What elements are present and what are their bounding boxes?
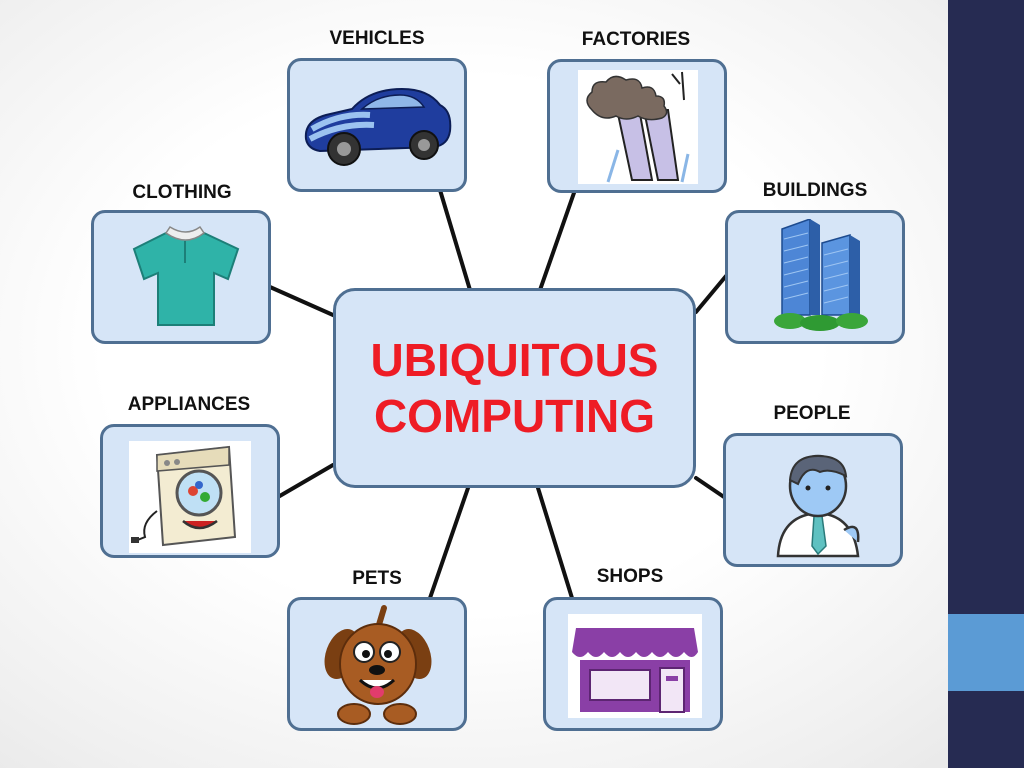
center-node: UBIQUITOUS COMPUTING [333,288,696,488]
washing-machine-icon [129,441,251,553]
node-vehicles [287,58,467,192]
node-factories [547,59,727,193]
car-icon [304,87,452,166]
center-title-line2: COMPUTING [373,390,656,442]
connector-people [694,476,726,499]
label-factories: FACTORIES [581,29,691,50]
connector-shops [536,486,574,600]
node-shops [543,597,723,731]
node-pets [287,597,467,731]
connector-factories [538,188,577,292]
label-shops: SHOPS [596,566,664,587]
label-vehicles: VEHICLES [329,28,425,49]
person-icon [776,454,860,558]
node-clothing [91,210,271,344]
shop-icon [568,614,702,718]
connector-lines [268,188,728,600]
label-buildings: BUILDINGS [762,180,868,201]
label-appliances: APPLIANCES [127,394,251,415]
factory-icon [578,70,698,184]
label-pets: PETS [352,568,402,589]
node-buildings [725,210,905,344]
node-people [723,433,903,567]
shirt-icon [132,225,240,326]
buildings-icon [774,219,868,331]
center-title-line1: UBIQUITOUS [370,334,659,386]
dog-icon [324,605,432,725]
connector-appliances [276,463,335,499]
connector-pets [428,486,470,600]
connector-buildings [694,274,728,314]
node-appliances [100,424,280,558]
label-clothing: CLOTHING [132,182,232,203]
label-people: PEOPLE [773,403,851,424]
sidebar-accent [948,614,1024,691]
connector-vehicles [438,188,472,292]
connector-clothing [268,285,335,317]
